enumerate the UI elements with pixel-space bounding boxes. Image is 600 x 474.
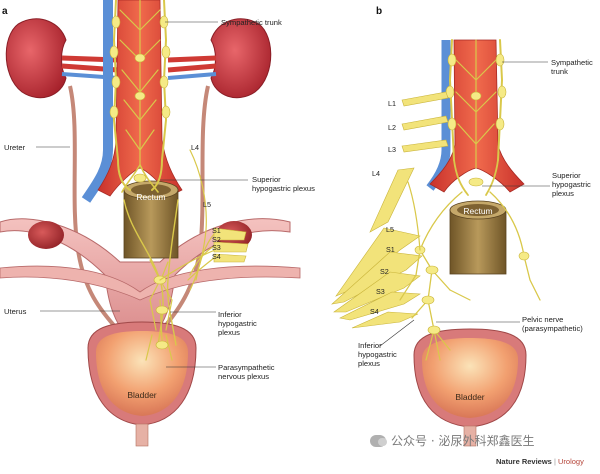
watermark-text: 公众号 · 泌尿外科郑鑫医生	[391, 434, 535, 448]
watermark: 公众号 · 泌尿外科郑鑫医生	[370, 432, 534, 449]
panel-a-renal-artery-right	[167, 55, 217, 73]
panel-b-hypogastric-plexus	[399, 159, 541, 361]
panel-b-pelvic-nerve-label-1: Pelvic nerve	[522, 315, 563, 324]
panel-a-left-kidney	[5, 18, 67, 99]
panel-a-level-l5: L5	[203, 200, 211, 209]
panel-b-level-s4: S4	[370, 307, 379, 316]
panel-a-level-s4: S4	[212, 252, 221, 261]
panel-a-rectum	[123, 180, 179, 259]
panel-b-sympathetic-trunk	[401, 39, 507, 169]
panel-a-level-s1: S1	[212, 226, 221, 235]
panel-b-bladder	[413, 328, 527, 447]
panel-a-rectum-label: Rectum	[136, 192, 165, 202]
panel-b-inferior-plexus-label-1: Inferior	[358, 341, 382, 350]
panel-b-level-l2: L2	[388, 123, 396, 132]
panel-a-inferior-plexus-label-1: Inferior	[218, 310, 242, 319]
panel-a-ureter-label: Ureter	[4, 143, 26, 152]
panel-a-uterus-label: Uterus	[4, 307, 27, 316]
panel-a-parasympathetic-label-2: nervous plexus	[218, 372, 269, 381]
panel-a-level-l4: L4	[191, 143, 199, 152]
panel-b-level-l4: L4	[372, 169, 380, 178]
panel-b-rectum-label: Rectum	[463, 206, 492, 216]
panel-b-sympathetic-trunk-label-2: trunk	[551, 67, 568, 76]
journal-name: Nature Reviews	[496, 457, 552, 466]
panel-b-inferior-plexus-label-3: plexus	[358, 359, 380, 368]
panel-a-sympathetic-trunk-label: Sympathetic trunk	[221, 18, 282, 27]
panel-b-level-l3: L3	[388, 145, 396, 154]
panel-b-vena-cava	[426, 40, 451, 191]
panel-b-superior-plexus-label-1: Superior	[552, 171, 581, 180]
credit-separator: |	[553, 457, 556, 466]
panel-b-superior-plexus-label-3: plexus	[552, 189, 574, 198]
journal-section: Urology	[558, 457, 584, 466]
panel-b-level-s2: S2	[380, 267, 389, 276]
panel-b-sacral-plexus	[331, 167, 423, 329]
panel-b-bladder-label: Bladder	[455, 392, 484, 402]
panel-a-sympathetic-trunk	[109, 0, 171, 166]
panel-b-superior-plexus-label-2: hypogastric	[552, 180, 591, 189]
panel-b-pelvic-nerve-label-2: (parasympathetic)	[522, 324, 583, 333]
panel-b-level-l5: L5	[386, 225, 394, 234]
panel-a-inferior-plexus-label-3: plexus	[218, 328, 240, 337]
panel-a-sacral-nerves	[187, 227, 249, 281]
panel-a-letter: a	[2, 6, 8, 17]
panel-b-level-l1: L1	[388, 99, 396, 108]
panel-a-bladder	[87, 321, 197, 447]
panel-a-superior-plexus-label-2: hypogastric plexus	[252, 184, 315, 193]
panel-a-superior-plexus-label-1: Superior	[252, 175, 281, 184]
panel-a-renal-vein-right	[167, 72, 217, 80]
panel-b-rectum	[449, 200, 507, 275]
panel-a-vena-cava	[81, 0, 113, 203]
panel-a-left-ovary	[28, 221, 64, 249]
panel-a-parasympathetic-label-1: Parasympathetic	[218, 363, 275, 372]
panel-a-uterus	[0, 218, 301, 331]
panel-b-letter: b	[376, 6, 382, 17]
panel-b-level-s1: S1	[386, 245, 395, 254]
journal-credit: Nature Reviews | Urology	[496, 457, 584, 466]
panel-a-level-s2: S2	[212, 235, 221, 244]
panel-b-inferior-plexus-label-2: hypogastric	[358, 350, 397, 359]
wechat-icon	[370, 434, 387, 447]
panel-b-level-s3: S3	[376, 287, 385, 296]
panel-a-inferior-plexus-label-2: hypogastric	[218, 319, 257, 328]
panel-a-level-s3: S3	[212, 243, 221, 252]
panel-b-sympathetic-trunk-label-1: Sympathetic	[551, 58, 593, 67]
panel-a-bladder-label: Bladder	[127, 390, 156, 400]
panel-a-right-kidney	[210, 18, 272, 99]
